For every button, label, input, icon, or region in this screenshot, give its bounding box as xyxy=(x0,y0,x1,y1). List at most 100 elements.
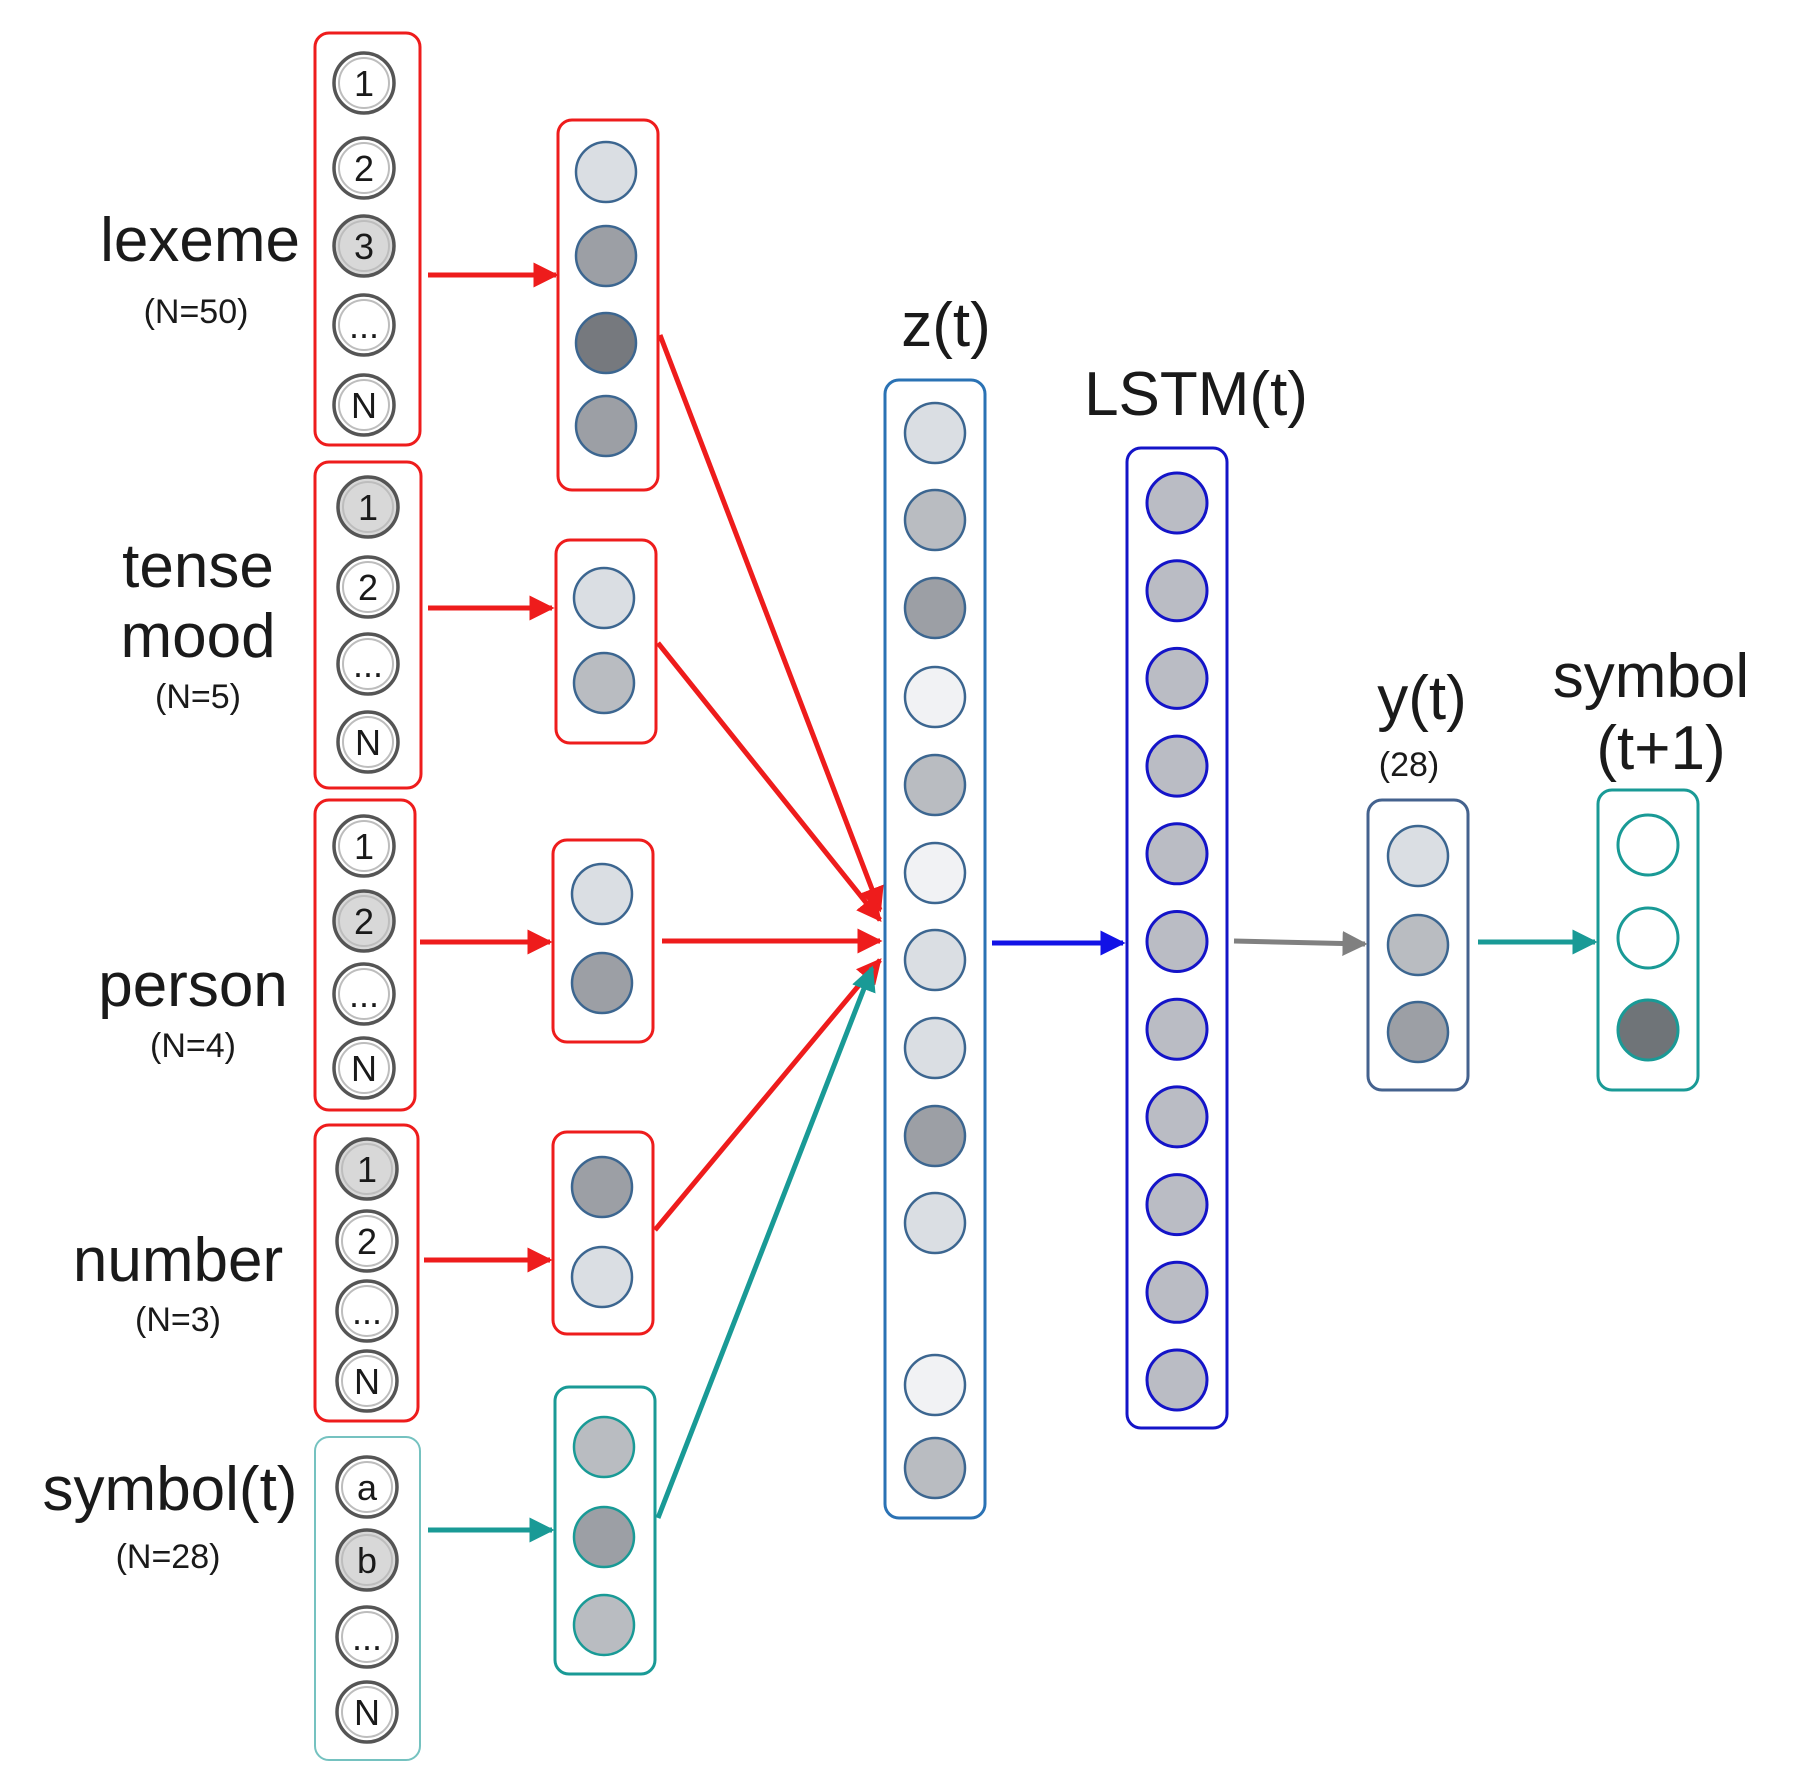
lstm-node xyxy=(1145,997,1209,1061)
output-node xyxy=(1616,813,1680,877)
embedding-box-person xyxy=(551,838,655,1044)
input-node-label: N xyxy=(351,385,377,426)
input-node-symbol-t xyxy=(335,1605,399,1669)
embedding-node-symbol-t xyxy=(572,1505,636,1569)
symbol-t-count: (N=28) xyxy=(115,1538,221,1576)
input-node-lexeme xyxy=(332,373,396,437)
input-node-ring xyxy=(341,1686,393,1738)
person-count: (N=4) xyxy=(150,1027,236,1065)
embedding-node-lexeme xyxy=(574,140,638,204)
input-node-person xyxy=(332,889,396,953)
y-node xyxy=(1386,1000,1450,1064)
lstm-to-y-arrow xyxy=(1233,930,1368,956)
z-node xyxy=(903,1436,967,1500)
input-node-ring xyxy=(342,716,394,768)
input-group-box-person xyxy=(313,798,417,1112)
input-node-ring xyxy=(341,1534,393,1586)
input-node-person xyxy=(332,814,396,878)
embedding-node-person xyxy=(570,951,634,1015)
lexeme-embedding-to-z-arrow xyxy=(657,334,884,913)
input-node-ring xyxy=(338,379,390,431)
input-node-label: ... xyxy=(349,305,379,346)
input-group-box-symbol-t xyxy=(314,1436,421,1761)
lstm-node xyxy=(1145,910,1209,973)
input-node-number xyxy=(335,1137,399,1201)
input-node-label: 2 xyxy=(354,148,374,189)
z-node xyxy=(903,928,967,992)
input-node-label: 3 xyxy=(354,226,374,267)
input-node-ring xyxy=(341,1285,393,1337)
lstm-node xyxy=(1145,1085,1209,1149)
y-node xyxy=(1386,913,1450,977)
person-label: person xyxy=(98,951,288,1020)
input-node-ring xyxy=(341,1611,393,1663)
z-layer-box xyxy=(883,378,987,1520)
input-node-label: ... xyxy=(349,974,379,1015)
z-node xyxy=(903,1353,967,1417)
embedding-node-lexeme xyxy=(574,311,638,375)
lexeme-label: lexeme xyxy=(100,206,300,275)
input-group-box-number xyxy=(313,1123,420,1423)
tense-mood-count: (N=5) xyxy=(155,678,241,716)
tense-label: tense xyxy=(122,532,274,601)
input-node-ring xyxy=(338,968,390,1020)
z-node xyxy=(903,753,967,817)
symbol-t-label: symbol(t) xyxy=(42,1455,298,1524)
input-node-ring xyxy=(342,638,394,690)
z-node xyxy=(903,665,967,729)
input-node-tense-mood xyxy=(336,475,400,539)
lstm-layer-label: LSTM(t) xyxy=(1084,360,1308,429)
input-node-label: N xyxy=(351,1048,377,1089)
tense-embedding-to-z-arrow xyxy=(656,641,882,922)
input-node-ring xyxy=(341,1143,393,1195)
input-node-tense-mood xyxy=(336,710,400,774)
lstm-layer-box xyxy=(1125,446,1229,1430)
input-node-symbol-t xyxy=(335,1528,399,1592)
input-group-box-lexeme xyxy=(313,31,422,447)
input-node-ring xyxy=(338,820,390,872)
embedding-node-symbol-t xyxy=(572,1593,636,1657)
input-node-label: 1 xyxy=(354,826,374,867)
y-layer-size: (28) xyxy=(1378,746,1440,784)
input-node-label: N xyxy=(354,1692,380,1733)
embedding-node-tense-mood xyxy=(572,566,636,630)
input-node-ring xyxy=(338,895,390,947)
number-embedding-to-z-arrow xyxy=(653,958,882,1232)
input-node-label: a xyxy=(357,1467,378,1508)
input-node-label: ... xyxy=(352,1291,382,1332)
symbol-next-sub-label: (t+1) xyxy=(1596,714,1726,783)
z-node xyxy=(903,1016,967,1080)
input-node-label: b xyxy=(357,1540,377,1581)
z-node xyxy=(903,1104,967,1168)
embedding-box-tense-mood xyxy=(554,538,658,745)
input-node-label: ... xyxy=(352,1617,382,1658)
input-node-ring xyxy=(338,299,390,351)
input-node-symbol-t xyxy=(335,1455,399,1519)
input-node-ring xyxy=(338,220,390,272)
input-node-ring xyxy=(342,561,394,613)
lstm-node xyxy=(1145,1173,1209,1237)
input-node-number xyxy=(335,1279,399,1343)
input-node-person xyxy=(332,962,396,1026)
input-node-lexeme xyxy=(332,214,396,278)
embedding-node-symbol-t xyxy=(572,1415,636,1479)
input-node-ring xyxy=(342,481,394,533)
y-node xyxy=(1386,824,1450,888)
lexeme-count: (N=50) xyxy=(143,293,249,331)
input-node-lexeme xyxy=(332,293,396,357)
output-node xyxy=(1616,998,1680,1062)
lstm-node xyxy=(1145,471,1209,535)
embedding-node-tense-mood xyxy=(572,651,636,715)
input-node-lexeme xyxy=(332,51,396,115)
embedding-box-symbol-t xyxy=(553,1385,657,1676)
lstm-node xyxy=(1145,822,1209,886)
symbol-embedding-to-z-arrow xyxy=(655,965,876,1519)
lstm-node xyxy=(1145,1260,1209,1324)
input-node-ring xyxy=(341,1215,393,1267)
input-node-label: ... xyxy=(353,644,383,685)
input-node-number xyxy=(335,1209,399,1273)
mood-label: mood xyxy=(120,602,276,671)
output-layer-box xyxy=(1596,788,1700,1092)
